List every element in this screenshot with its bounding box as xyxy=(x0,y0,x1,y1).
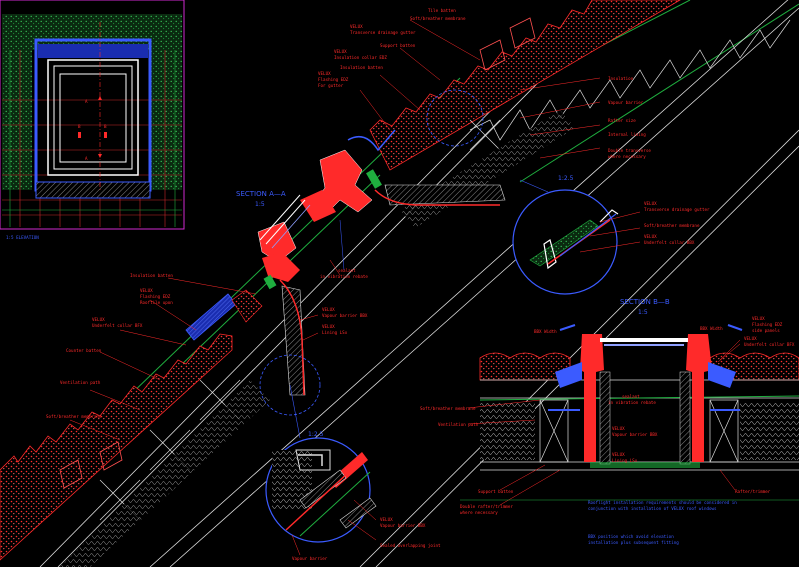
label-b-velux-lining: VELUX xyxy=(612,452,625,457)
label-b-soft-breather: Soft/breather membrane xyxy=(420,406,476,411)
section-b-labels: BBX Width BBX Width VELUX Flashing EDZ s… xyxy=(420,316,795,545)
label-det-velux1: VELUX xyxy=(644,201,657,206)
label-insulation: Insulation xyxy=(608,76,634,81)
label-sealed-overlap: Sealed overlapping joint xyxy=(380,543,441,548)
label-insulation-collar: Insulation collar EDZ xyxy=(334,55,387,60)
label-vapour-bfx: Vapour barrier BBX xyxy=(322,313,368,318)
label-sealant: sealant xyxy=(338,268,356,273)
label-flashing-left2: Rooftile upon xyxy=(140,300,173,305)
label-ventilation-path: Ventilation path xyxy=(60,380,101,385)
section-mark-b-right: B xyxy=(104,124,107,129)
label-b-vapour: Vapour barrier BBX xyxy=(612,432,658,437)
note-line-4: installation plus subsequent fitting xyxy=(588,540,679,545)
label-insulation-batten-left: Insulation batten xyxy=(130,273,173,278)
detail-bottom-scale: 1:2.5 xyxy=(308,431,324,438)
label-b-bbx-right: BBX Width xyxy=(700,326,723,331)
detail-top xyxy=(512,179,641,295)
label-b-velux-flashing: VELUX xyxy=(752,316,765,321)
section-mark-b-left: B xyxy=(78,124,81,129)
section-b-scale: 1:5 xyxy=(638,309,648,316)
label-vapour-det: Vapour barrier BBX xyxy=(380,523,426,528)
label-vapour-barrier: Vapour barrier xyxy=(608,100,644,105)
label-b-double-rafter: Double rafter/trimmer xyxy=(460,504,513,509)
label-flashing-for: For gutter xyxy=(318,83,344,88)
inset-caption: 1:5 ELEVATION xyxy=(6,235,39,240)
label-b-underfelt: Underfelt collar BFX xyxy=(744,342,795,347)
section-a-labels: Tile batten Soft/breather membrane VELUX… xyxy=(46,8,651,419)
label-soft-counter: Soft/breather membrane xyxy=(410,16,466,21)
label-velux-under: VELUX xyxy=(92,317,105,322)
detail-bottom xyxy=(265,384,377,556)
note-line-2: conjunction with installation of VELUX r… xyxy=(588,506,717,511)
label-soft-breather: Soft/breather membrane xyxy=(46,414,102,419)
section-a-title: SECTION A—A xyxy=(236,190,286,198)
label-transverse-gutter: Transverse drainage gutter xyxy=(350,30,416,35)
label-b-side-panels: side panels xyxy=(752,328,780,333)
label-velux-lining: VELUX xyxy=(322,324,335,329)
label-det-velux2: VELUX xyxy=(644,234,657,239)
label-b-sealant2: in vibration rebate xyxy=(608,400,656,405)
label-det-underfelt: Underfelt collar BBX xyxy=(644,240,695,245)
label-double-transverse: Double transverse xyxy=(608,148,651,153)
label-b-velux-vb: VELUX xyxy=(612,426,625,431)
label-velux-left: VELUX xyxy=(140,288,153,293)
label-counter-batten: Counter batten xyxy=(66,348,102,353)
label-internal-lining: Internal lining xyxy=(608,132,646,137)
label-lining: Lining LSx xyxy=(322,330,348,335)
label-b-where-necessary: where necessary xyxy=(460,510,498,515)
label-b-support-batten: Support batten xyxy=(478,489,514,494)
label-insulation-batten: Insulation batten xyxy=(340,65,383,70)
label-velux-vb: VELUX xyxy=(322,307,335,312)
label-det-transverse: Transverse drainage gutter xyxy=(644,207,710,212)
label-tile-batten: Tile batten xyxy=(428,8,456,13)
label-velux-collar: VELUX xyxy=(334,49,347,54)
label-velux-flashing: VELUX xyxy=(318,71,331,76)
section-b xyxy=(460,324,799,506)
label-det-soft: Soft/breather membrane xyxy=(644,223,700,228)
note-line-3: BBX position which avoid elevation xyxy=(588,534,674,539)
section-mark-a-top: A xyxy=(85,99,88,104)
label-flashing-edz: Flashing EDZ xyxy=(318,77,349,82)
label-flashing-left: Flashing EDZ xyxy=(140,294,171,299)
label-b-lining: Lining LSx xyxy=(612,458,638,463)
label-velux-det: VELUX xyxy=(380,517,393,522)
label-b-bbx-left: BBX Width xyxy=(534,329,557,334)
label-sealant-in: in vibration rebate xyxy=(320,274,368,279)
section-a-scale: 1:5 xyxy=(255,201,265,208)
label-b-velux-under: VELUX xyxy=(744,336,757,341)
section-mark-a-bottom: A xyxy=(85,156,88,161)
label-b-flashing-edz: Flashing EDZ xyxy=(752,322,783,327)
label-underfelt-collar: Underfelt collar BFX xyxy=(92,323,143,328)
label-b-sealant: sealant xyxy=(622,394,640,399)
label-b-ventilation-path: Ventilation path xyxy=(438,422,479,427)
label-vapour-det2: Vapour barrier xyxy=(292,556,328,561)
detail-top-scale: 1:2.5 xyxy=(558,175,574,182)
label-support-batten: Support batten xyxy=(380,43,416,48)
label-where-necessary: where necessary xyxy=(608,154,646,159)
label-velux-gutter: VELUX xyxy=(350,24,363,29)
label-b-rafter-trimmer: Rafter/trimmer xyxy=(735,489,771,494)
note-line-1: Rooflight installation requirements shou… xyxy=(588,500,737,505)
inset-elevation: A A B B xyxy=(0,0,185,230)
section-b-title: SECTION B—B xyxy=(620,298,670,306)
label-rafter: Rafter size xyxy=(608,118,636,123)
